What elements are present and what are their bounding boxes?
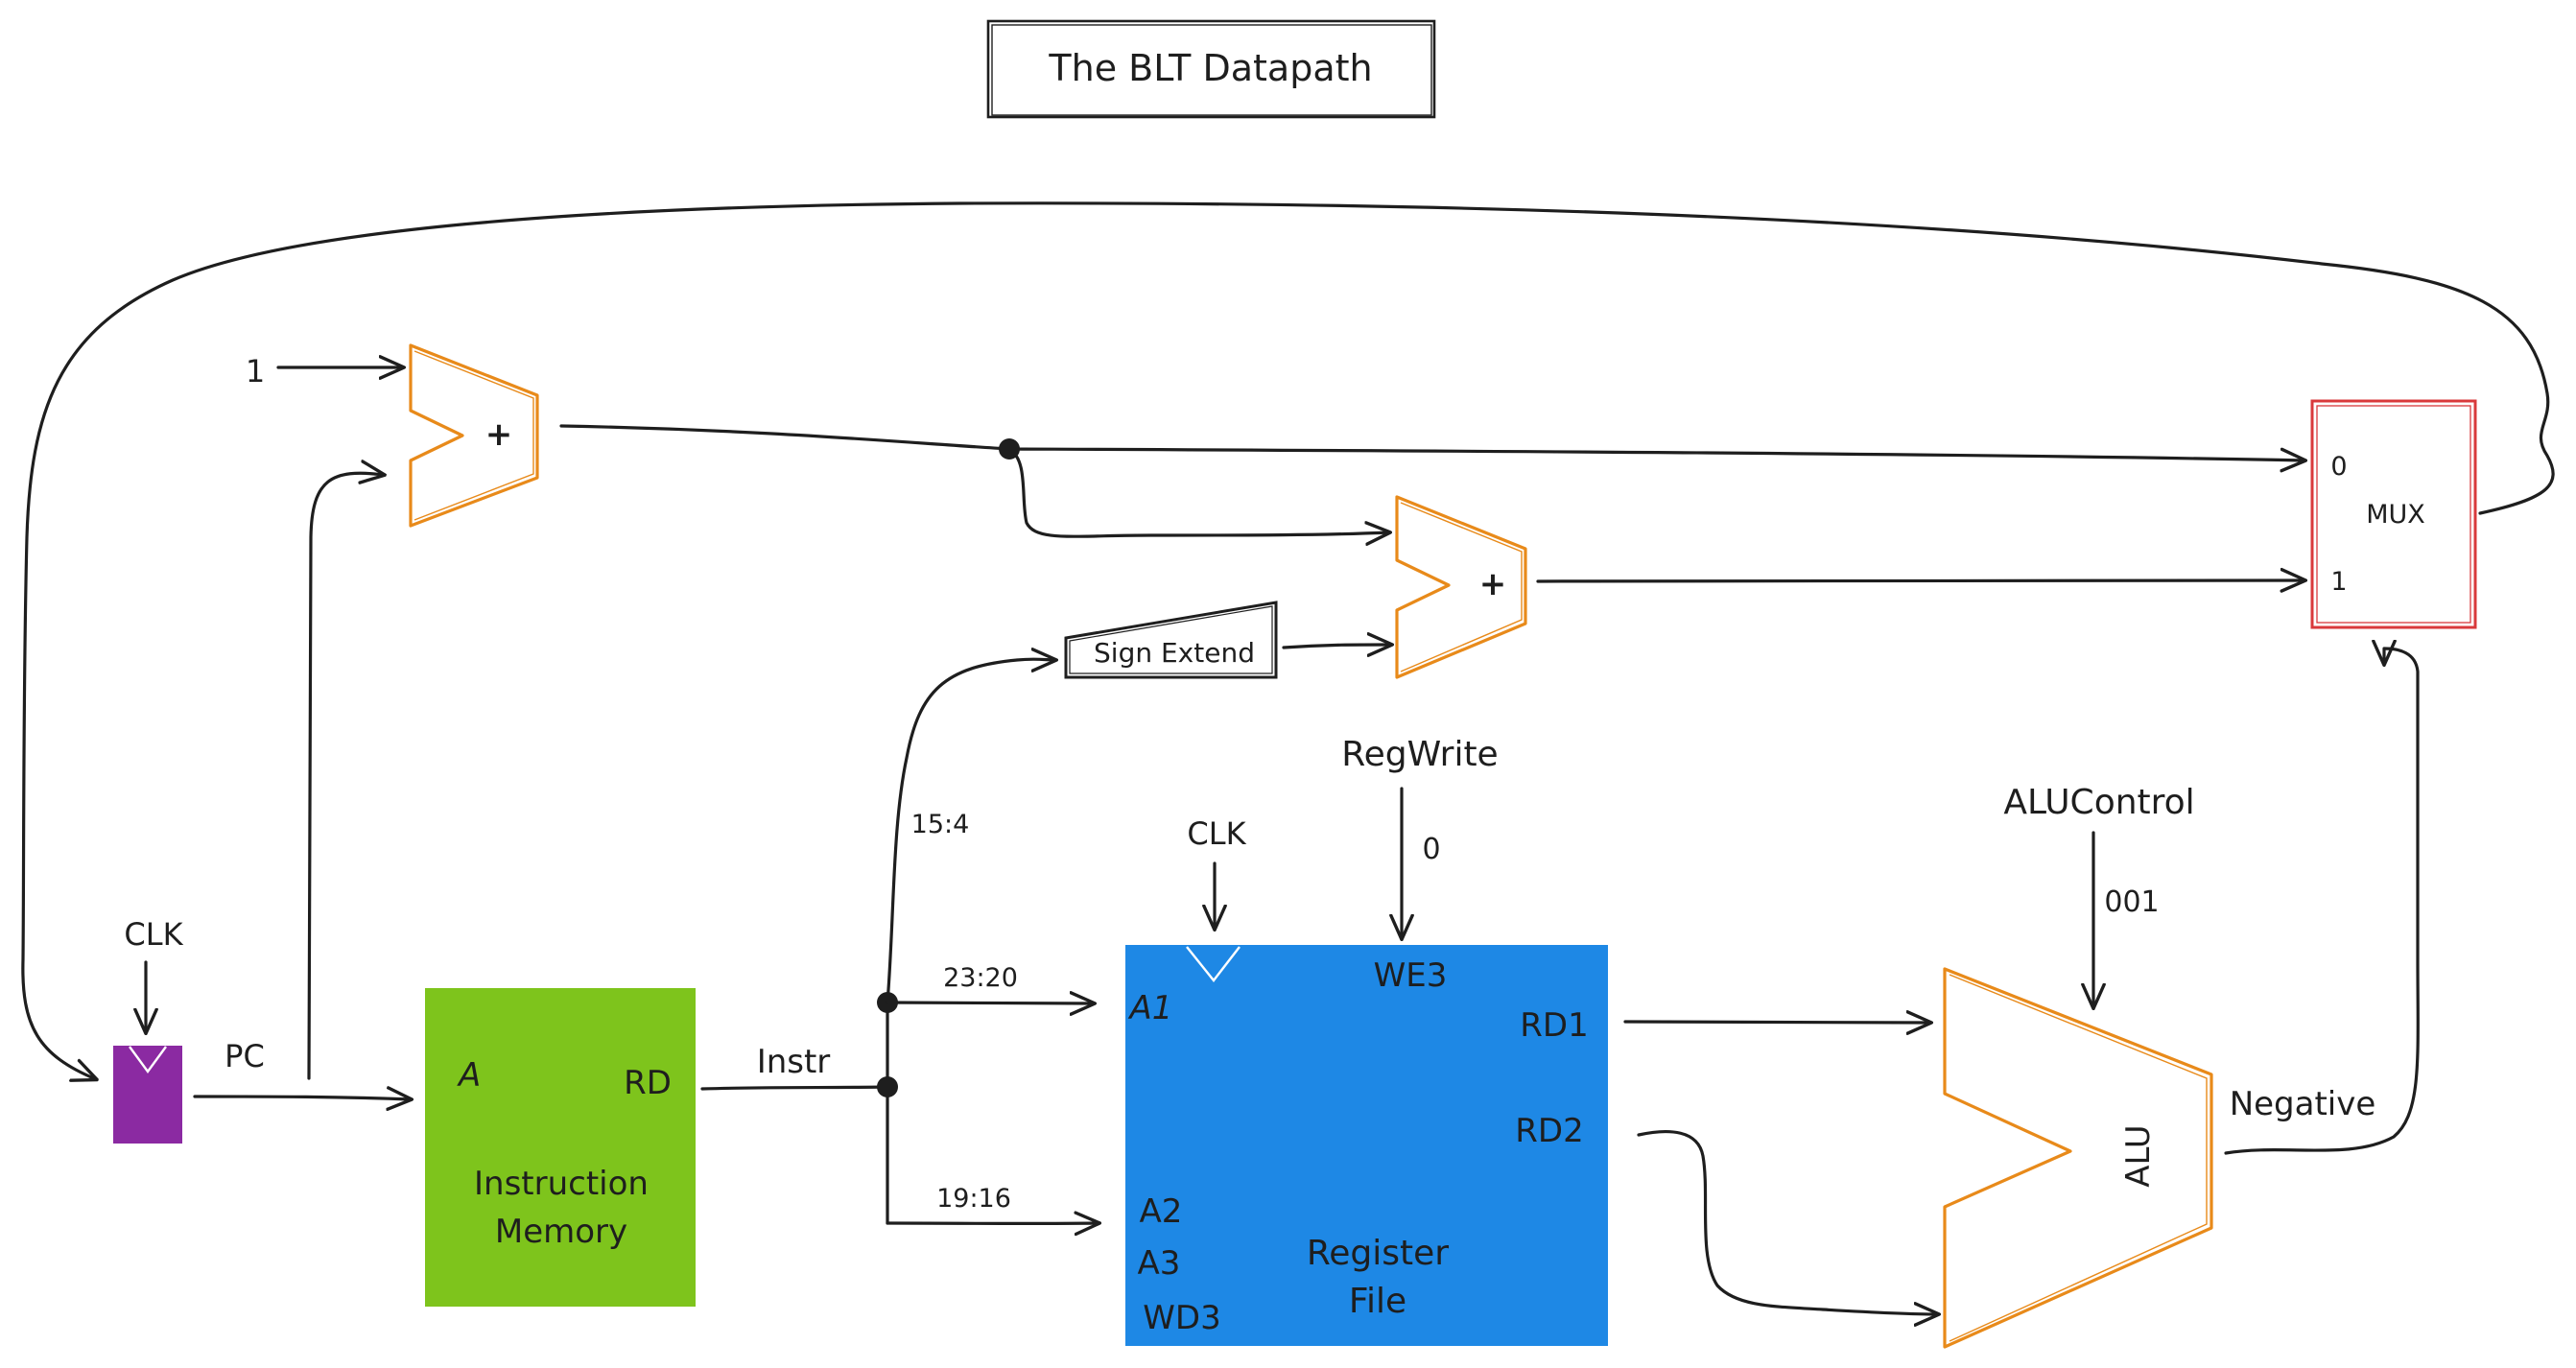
bitfield-23-20: 23:20 bbox=[943, 963, 1018, 993]
instr-to-a1-wire bbox=[886, 1002, 1094, 1003]
pc-clk-label: CLK bbox=[124, 916, 183, 953]
regfile-port-we3: WE3 bbox=[1374, 956, 1448, 995]
branch-target-to-mux-wire bbox=[1536, 580, 2304, 581]
pcplus1-to-mux-wire bbox=[559, 424, 2304, 460]
instruction-memory: A RD Instruction Memory bbox=[425, 988, 696, 1307]
rd1-to-alu-wire bbox=[1623, 1022, 1930, 1023]
mux-to-pc-feedback-wire bbox=[21, 201, 2555, 1079]
rd2-to-alu-wire bbox=[1637, 1129, 1938, 1314]
instr-to-sign-extend-wire bbox=[886, 659, 1055, 1004]
regfile-clk-label: CLK bbox=[1187, 815, 1246, 852]
instr-bus-wire bbox=[700, 1085, 889, 1091]
negative-to-mux-select-wire bbox=[2224, 649, 2420, 1155]
sign-extend-unit: Sign Extend bbox=[1064, 601, 1278, 679]
mux-input-0: 0 bbox=[2330, 452, 2347, 482]
pc-increment-adder: + bbox=[409, 343, 539, 528]
regwrite-value: 0 bbox=[1422, 833, 1440, 866]
bitfield-19-16: 19:16 bbox=[936, 1184, 1011, 1214]
pc-register-body bbox=[113, 1046, 182, 1144]
mux: 0 MUX 1 bbox=[2310, 399, 2477, 629]
sign-extend-label: Sign Extend bbox=[1094, 637, 1255, 669]
pc-label: PC bbox=[225, 1038, 265, 1074]
branch-target-adder: + bbox=[1395, 495, 1527, 679]
alucontrol-value: 001 bbox=[2104, 885, 2159, 919]
alu-label: ALU bbox=[2119, 1124, 2158, 1187]
regfile-port-a1: A1 bbox=[1128, 989, 1173, 1027]
negative-label: Negative bbox=[2230, 1085, 2376, 1123]
regfile-name-line2: File bbox=[1349, 1282, 1406, 1321]
regfile-port-a2: A2 bbox=[1140, 1192, 1183, 1231]
regfile-port-a3: A3 bbox=[1138, 1244, 1181, 1283]
pc-to-imem-wire bbox=[193, 1097, 411, 1099]
branch-adder-plus: + bbox=[1479, 565, 1507, 603]
register-file: A1 WE3 RD1 RD2 A2 A3 WD3 Register File bbox=[1125, 945, 1608, 1346]
title-box: The BLT Datapath bbox=[986, 19, 1436, 119]
regfile-port-wd3: WD3 bbox=[1143, 1299, 1220, 1337]
mux-input-1: 1 bbox=[2330, 567, 2347, 597]
pc-to-adder-wire bbox=[307, 473, 384, 1080]
regfile-port-rd2: RD2 bbox=[1515, 1112, 1583, 1150]
regwrite-label: RegWrite bbox=[1341, 735, 1498, 774]
bitfield-15-4: 15:4 bbox=[911, 810, 970, 839]
constant-one-label: 1 bbox=[246, 353, 265, 389]
sign-extend-to-branch-adder-wire bbox=[1282, 645, 1391, 648]
register-file-body bbox=[1125, 945, 1608, 1346]
instr-bus-label: Instr bbox=[757, 1043, 831, 1081]
imem-port-rd: RD bbox=[624, 1064, 672, 1102]
alu: ALU bbox=[1943, 967, 2213, 1349]
alucontrol-label: ALUControl bbox=[2003, 783, 2194, 822]
regfile-name-line1: Register bbox=[1307, 1234, 1449, 1273]
pcplus1-to-branch-adder-wire bbox=[1007, 447, 1389, 536]
imem-port-a: A bbox=[457, 1056, 481, 1095]
imem-name-line2: Memory bbox=[495, 1213, 627, 1251]
pc-adder-plus: + bbox=[485, 415, 513, 454]
mux-label: MUX bbox=[2366, 500, 2425, 530]
imem-name-line1: Instruction bbox=[474, 1165, 649, 1203]
regfile-port-rd1: RD1 bbox=[1520, 1006, 1588, 1045]
diagram-title: The BLT Datapath bbox=[1048, 47, 1372, 89]
instruction-memory-body bbox=[425, 988, 696, 1307]
pc-register bbox=[113, 1046, 182, 1144]
